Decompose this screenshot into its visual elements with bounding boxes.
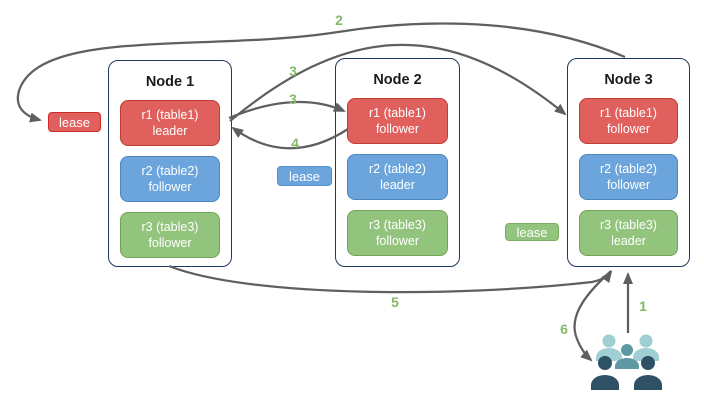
node-2-replica-r3: r3 (table3) follower — [347, 210, 448, 256]
replica-range-label: r3 (table3) — [141, 220, 199, 234]
replica-role-label: follower — [606, 178, 651, 192]
replica-range-label: r2 (table2) — [600, 162, 657, 176]
node-3-title: Node 3 — [604, 72, 653, 88]
step-label-3a: 3 — [289, 63, 297, 79]
lease-label: lease — [288, 168, 321, 184]
lease-label: lease — [516, 224, 548, 240]
step-label-4: 4 — [291, 135, 299, 151]
step-label-3b: 3 — [289, 91, 297, 107]
replica-role-label: follower — [375, 234, 420, 248]
node-2: Node 2 r1 (table1) follower r2 (table2) … — [335, 58, 460, 267]
node-2-replica-r1: r1 (table1) follower — [347, 98, 448, 144]
replica-role-label: follower — [606, 122, 651, 136]
arrow-step-3-to-node2 — [228, 100, 346, 120]
arrow-step-5 — [168, 264, 613, 294]
node-2-replica-r2: r2 (table2) leader — [347, 154, 448, 200]
replica-range-label: r1 (table1) — [141, 108, 199, 122]
replica-range-label: r3 (table3) — [600, 218, 657, 232]
node-1-title: Node 1 — [145, 74, 195, 90]
node-1-replica-r2: r2 (table2) follower — [120, 156, 220, 202]
replica-role-label: leader — [611, 234, 646, 248]
replica-role-label: follower — [148, 236, 192, 250]
arrow-step-6 — [573, 270, 612, 362]
lease-badge-r3: lease — [505, 223, 559, 241]
node-3-replica-r1: r1 (table1) follower — [579, 98, 678, 144]
replica-role-label: follower — [375, 122, 420, 136]
replica-role-label: leader — [380, 178, 415, 192]
users-group-icon — [591, 334, 662, 390]
lease-badge-r1: lease — [48, 112, 101, 132]
lease-label: lease — [58, 114, 91, 130]
step-label-6: 6 — [560, 321, 568, 337]
replica-range-label: r1 (table1) — [600, 106, 657, 120]
node-1-replica-r3: r3 (table3) follower — [120, 212, 220, 258]
node-2-title: Node 2 — [373, 72, 422, 88]
replica-range-label: r1 (table1) — [369, 106, 426, 120]
replica-range-label: r2 (table2) — [369, 162, 426, 176]
replica-role-label: leader — [152, 124, 188, 138]
node-3: Node 3 r1 (table1) follower r2 (table2) … — [567, 58, 690, 267]
replica-range-label: r2 (table2) — [141, 164, 199, 178]
node-3-replica-r3: r3 (table3) leader — [579, 210, 678, 256]
node-1: Node 1 r1 (table1) leader r2 (table2) fo… — [108, 60, 232, 267]
lease-badge-r2: lease — [277, 166, 332, 186]
step-label-2: 2 — [335, 12, 343, 28]
step-label-5: 5 — [391, 294, 399, 310]
node-3-replica-r2: r2 (table2) follower — [579, 154, 678, 200]
step-label-1: 1 — [639, 298, 647, 314]
replica-range-label: r3 (table3) — [369, 218, 426, 232]
replica-role-label: follower — [148, 180, 192, 194]
node-1-replica-r1: r1 (table1) leader — [120, 100, 220, 146]
